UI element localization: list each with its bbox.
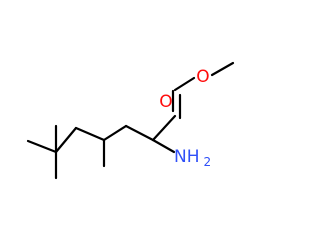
carbonyl-oxygen-label: O <box>159 92 172 112</box>
molecule-structure: O O NH 2 <box>26 61 235 180</box>
bond-ether-ester-carbon <box>173 76 196 92</box>
bond-network <box>26 61 235 180</box>
structure-canvas: O O NH 2 <box>26 61 235 180</box>
bond-ester-alpha <box>151 114 177 142</box>
amine-label: NH 2 <box>174 147 211 169</box>
bond-tbutyl-methyl-left <box>26 139 58 154</box>
bond-c5-c6 <box>54 126 78 154</box>
bond-c3-c4 <box>102 124 128 142</box>
amine-label-main: NH <box>174 147 200 167</box>
bond-alpha-amine <box>151 138 176 154</box>
bond-alpha-c3 <box>124 124 155 142</box>
bond-methyl-ether <box>210 61 235 77</box>
amine-label-subscript: 2 <box>204 155 212 169</box>
bond-c4-c5 <box>74 126 106 142</box>
ether-oxygen-label: O <box>196 67 209 87</box>
